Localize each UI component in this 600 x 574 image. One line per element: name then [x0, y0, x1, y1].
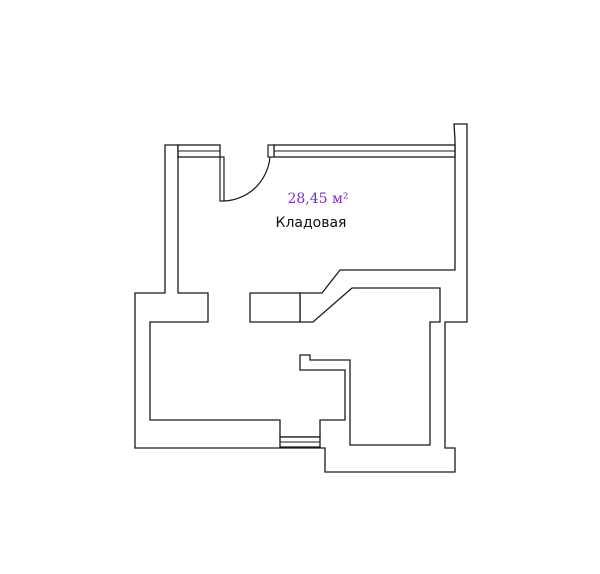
- outer-wall: [134, 123, 468, 473]
- room-area-label: 28,45 м²: [287, 191, 348, 207]
- room-name-label: Кладовая: [276, 215, 347, 231]
- window-top-right: [273, 144, 456, 158]
- window-bottom: [279, 436, 321, 448]
- window-top-left: [177, 144, 221, 158]
- interior-partition: [249, 292, 301, 323]
- door: [219, 144, 275, 202]
